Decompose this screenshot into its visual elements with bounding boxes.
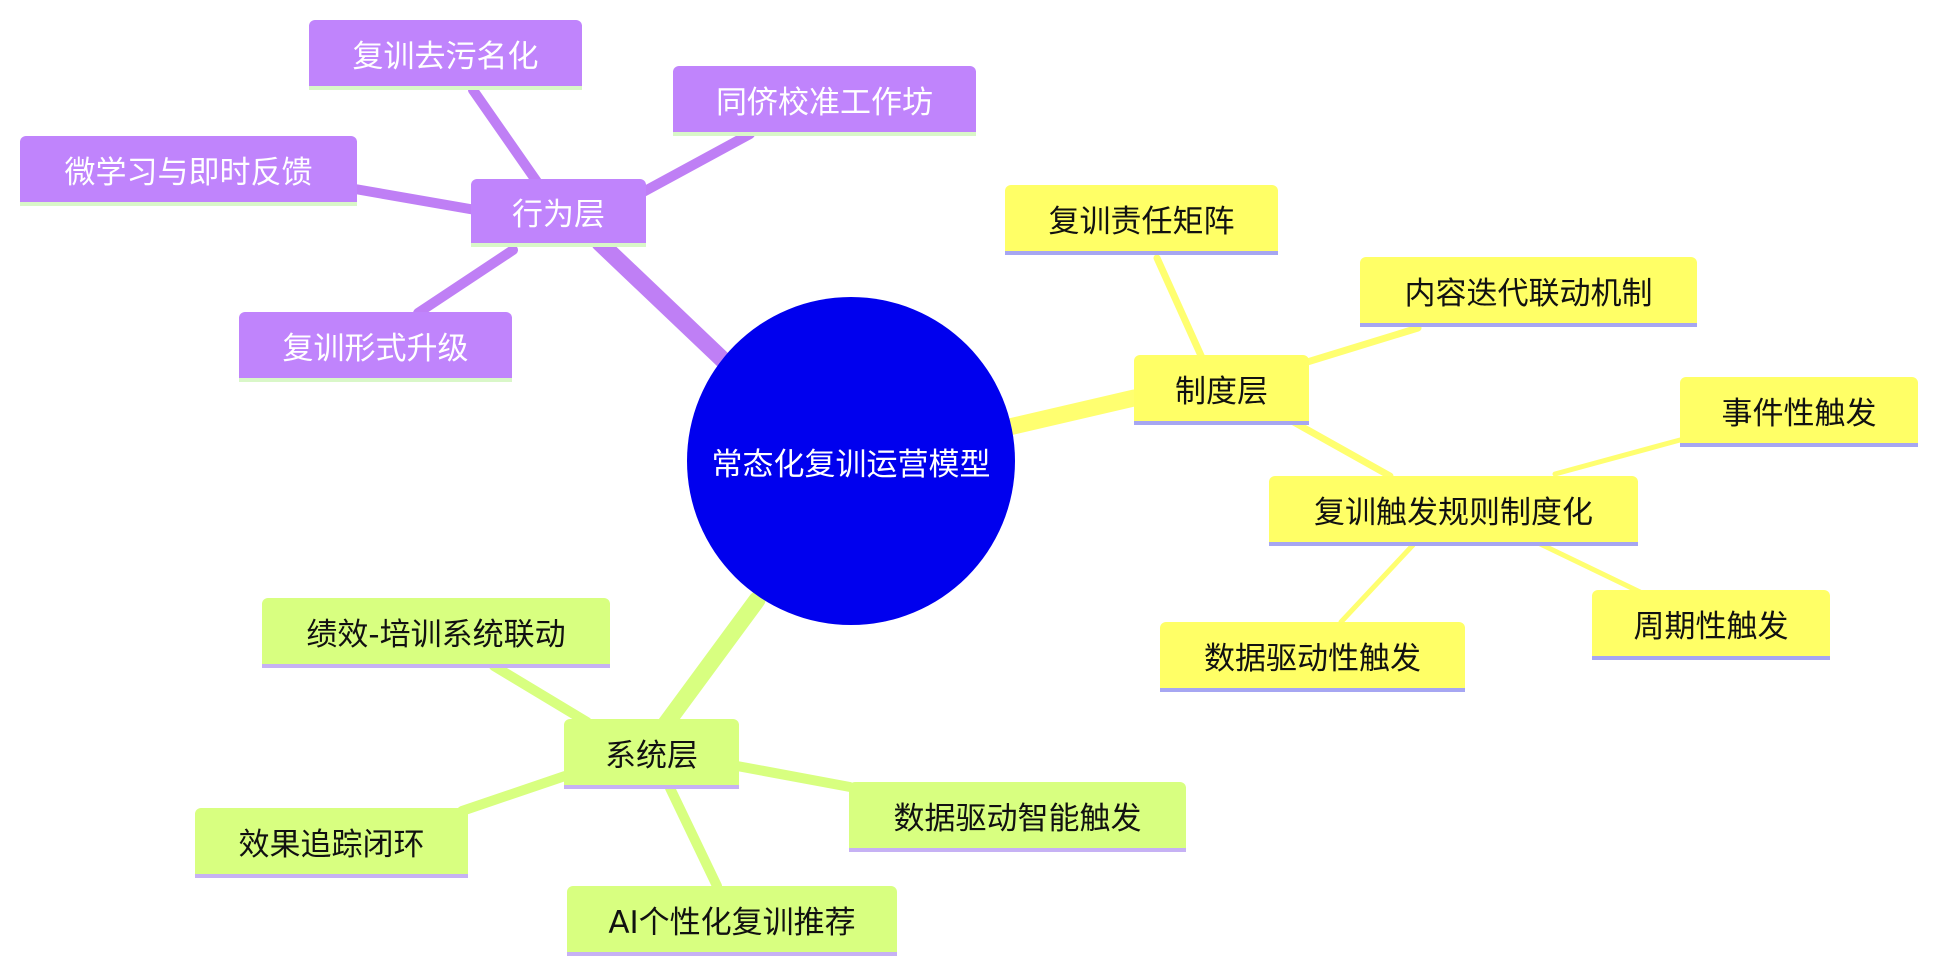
- edge-rule-matrix: [1153, 254, 1207, 364]
- node-ai-recommend: AI个性化复训推荐: [567, 886, 897, 956]
- node-periodic-trigger: 周期性触发: [1592, 590, 1830, 660]
- edge-rule-trigger: [1286, 416, 1394, 480]
- edge-root-rule: [996, 389, 1143, 437]
- node-performance-link: 绩效-培训系统联动: [262, 598, 610, 668]
- root-node: 常态化复训运营模型: [687, 297, 1015, 625]
- edge-behavior-format: [413, 245, 518, 318]
- node-effect-tracking-label: 效果追踪闭环: [238, 826, 425, 863]
- branch-rule: 制度层: [1134, 355, 1309, 425]
- node-data-trigger: 数据驱动性触发: [1160, 622, 1465, 692]
- node-event-trigger: 事件性触发: [1680, 377, 1918, 447]
- node-event-trigger-label: 事件性触发: [1721, 395, 1877, 432]
- edge-rule-iteration: [1300, 324, 1422, 367]
- node-ai-recommend-label: AI个性化复训推荐: [608, 904, 856, 941]
- edge-trigger-data: [1338, 542, 1416, 625]
- node-effect-tracking: 效果追踪闭环: [195, 808, 468, 878]
- branch-system-label: 系统层: [605, 737, 698, 774]
- edge-trigger-event: [1552, 437, 1683, 477]
- node-format-upgrade-label: 复训形式升级: [282, 330, 469, 367]
- node-trigger-rules-label: 复训触发规则制度化: [1314, 494, 1593, 531]
- edge-system-ai: [665, 783, 722, 891]
- root-label: 常态化复训运营模型: [711, 446, 991, 483]
- node-content-iteration-label: 内容迭代联动机制: [1404, 275, 1653, 312]
- edge-root-system: [656, 591, 766, 734]
- node-content-iteration: 内容迭代联动机制: [1360, 257, 1697, 327]
- edge-root-behavior: [591, 234, 732, 369]
- node-destigmatize: 复训去污名化: [309, 20, 582, 90]
- node-performance-link-label: 绩效-培训系统联动: [306, 616, 566, 653]
- node-peer-workshop-label: 同侪校准工作坊: [716, 84, 933, 121]
- node-trigger-rules: 复训触发规则制度化: [1269, 476, 1638, 546]
- node-microlearning-label: 微学习与即时反馈: [64, 154, 313, 191]
- node-responsibility-matrix: 复训责任矩阵: [1005, 185, 1278, 255]
- node-peer-workshop: 同侪校准工作坊: [673, 66, 976, 136]
- branch-system: 系统层: [564, 719, 739, 789]
- node-smart-trigger: 数据驱动智能触发: [849, 782, 1186, 852]
- edge-system-tracking: [457, 771, 570, 816]
- node-responsibility-matrix-label: 复训责任矩阵: [1048, 203, 1235, 240]
- node-destigmatize-label: 复训去污名化: [352, 38, 539, 75]
- node-periodic-trigger-label: 周期性触发: [1633, 608, 1789, 645]
- edge-system-smart: [732, 761, 855, 792]
- edge-trigger-periodic: [1529, 537, 1643, 595]
- branch-rule-label: 制度层: [1175, 373, 1268, 410]
- node-smart-trigger-label: 数据驱动智能触发: [893, 800, 1142, 837]
- node-microlearning: 微学习与即时反馈: [20, 136, 357, 206]
- node-format-upgrade: 复训形式升级: [239, 312, 512, 382]
- node-data-trigger-label: 数据驱动性触发: [1204, 640, 1421, 677]
- edge-system-performance: [489, 661, 592, 727]
- branch-behavior-label: 行为层: [512, 196, 605, 233]
- branch-behavior: 行为层: [471, 179, 646, 247]
